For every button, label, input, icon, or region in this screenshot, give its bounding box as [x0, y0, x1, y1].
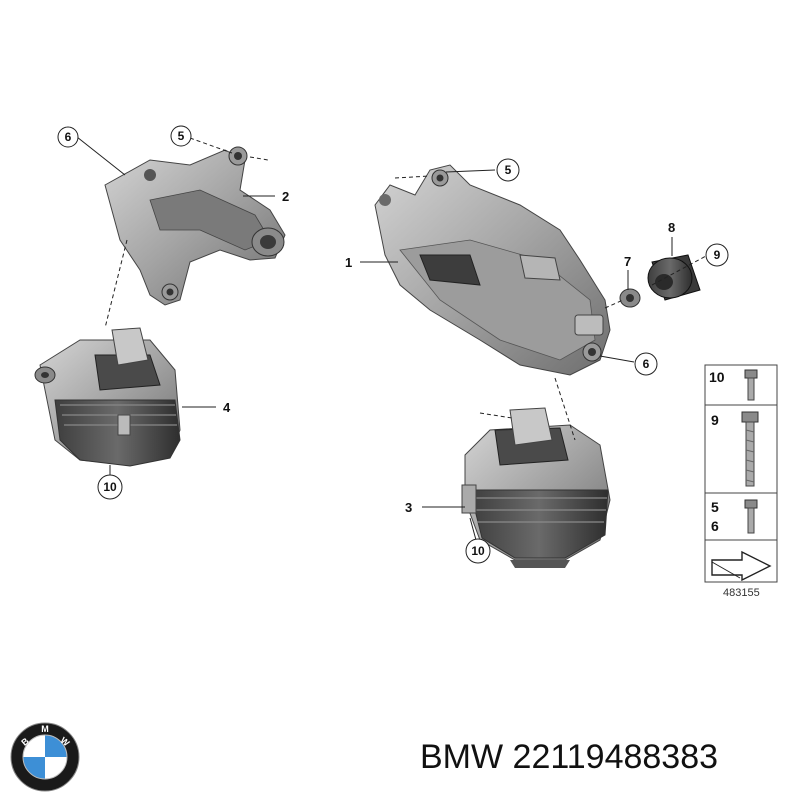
svg-text:10: 10 — [103, 480, 117, 494]
label-1: 1 — [345, 255, 352, 270]
leader-dash-1-3 — [554, 377, 576, 441]
svg-text:10: 10 — [471, 544, 485, 558]
callout-5b: 5 — [496, 158, 520, 182]
leader-lines — [76, 136, 707, 541]
label-2: 2 — [282, 189, 289, 204]
brand-part-title: BMW 22119488383 — [420, 738, 718, 777]
bracket-part-2 — [104, 146, 286, 306]
callout-6a: 6 — [57, 126, 79, 148]
leader-3-dash — [479, 412, 513, 419]
bushing-part-7 — [619, 288, 641, 308]
reference-number: 483155 — [723, 587, 760, 599]
svg-text:6: 6 — [65, 130, 72, 144]
callout-10b: 10 — [465, 538, 491, 564]
key-row-5: 5 — [711, 499, 719, 515]
part-number: 22119488383 — [512, 738, 719, 776]
leader-dash-2-4 — [104, 239, 128, 329]
leader-10b-line — [469, 517, 477, 541]
leader-9 — [651, 255, 707, 286]
leader-5b-tail — [394, 175, 431, 179]
svg-text:5: 5 — [505, 163, 512, 177]
bolt-icon-5-6 — [744, 499, 758, 534]
engine-mount-part-4 — [34, 327, 181, 467]
leader-7-dash — [604, 299, 624, 309]
leader-6b — [599, 355, 635, 363]
leader-5a-tail — [249, 156, 269, 161]
callout-5a: 5 — [170, 125, 192, 147]
callout-9: 9 — [705, 243, 729, 267]
leader-5a — [189, 137, 233, 154]
key-row-9: 9 — [711, 412, 719, 428]
svg-text:B: B — [19, 735, 31, 747]
leader-6a — [76, 136, 126, 176]
bracket-part-1 — [374, 164, 611, 376]
svg-text:5: 5 — [178, 129, 185, 143]
callout-6b: 6 — [634, 352, 658, 376]
leader-5b — [445, 169, 496, 173]
label-7: 7 — [624, 254, 631, 269]
label-3: 3 — [405, 500, 412, 515]
svg-text:6: 6 — [643, 357, 650, 371]
key-row-6: 6 — [711, 518, 719, 534]
bmw-logo-icon: B M W — [10, 722, 80, 792]
rubber-stop-part-8 — [647, 254, 701, 301]
svg-text:M: M — [41, 724, 49, 734]
label-8: 8 — [668, 220, 675, 235]
callout-10a: 10 — [97, 474, 123, 500]
label-4: 4 — [223, 400, 231, 415]
engine-mount-part-3 — [461, 407, 611, 568]
bolt-icon-10 — [744, 369, 758, 401]
key-row-10: 10 — [709, 369, 725, 385]
fastener-key-panel: 10 9 5 6 — [704, 364, 778, 583]
bolt-icon-9 — [741, 411, 759, 487]
svg-text:9: 9 — [714, 248, 721, 262]
brand-name: BMW — [420, 738, 504, 776]
direction-arrow-icon — [711, 550, 772, 582]
